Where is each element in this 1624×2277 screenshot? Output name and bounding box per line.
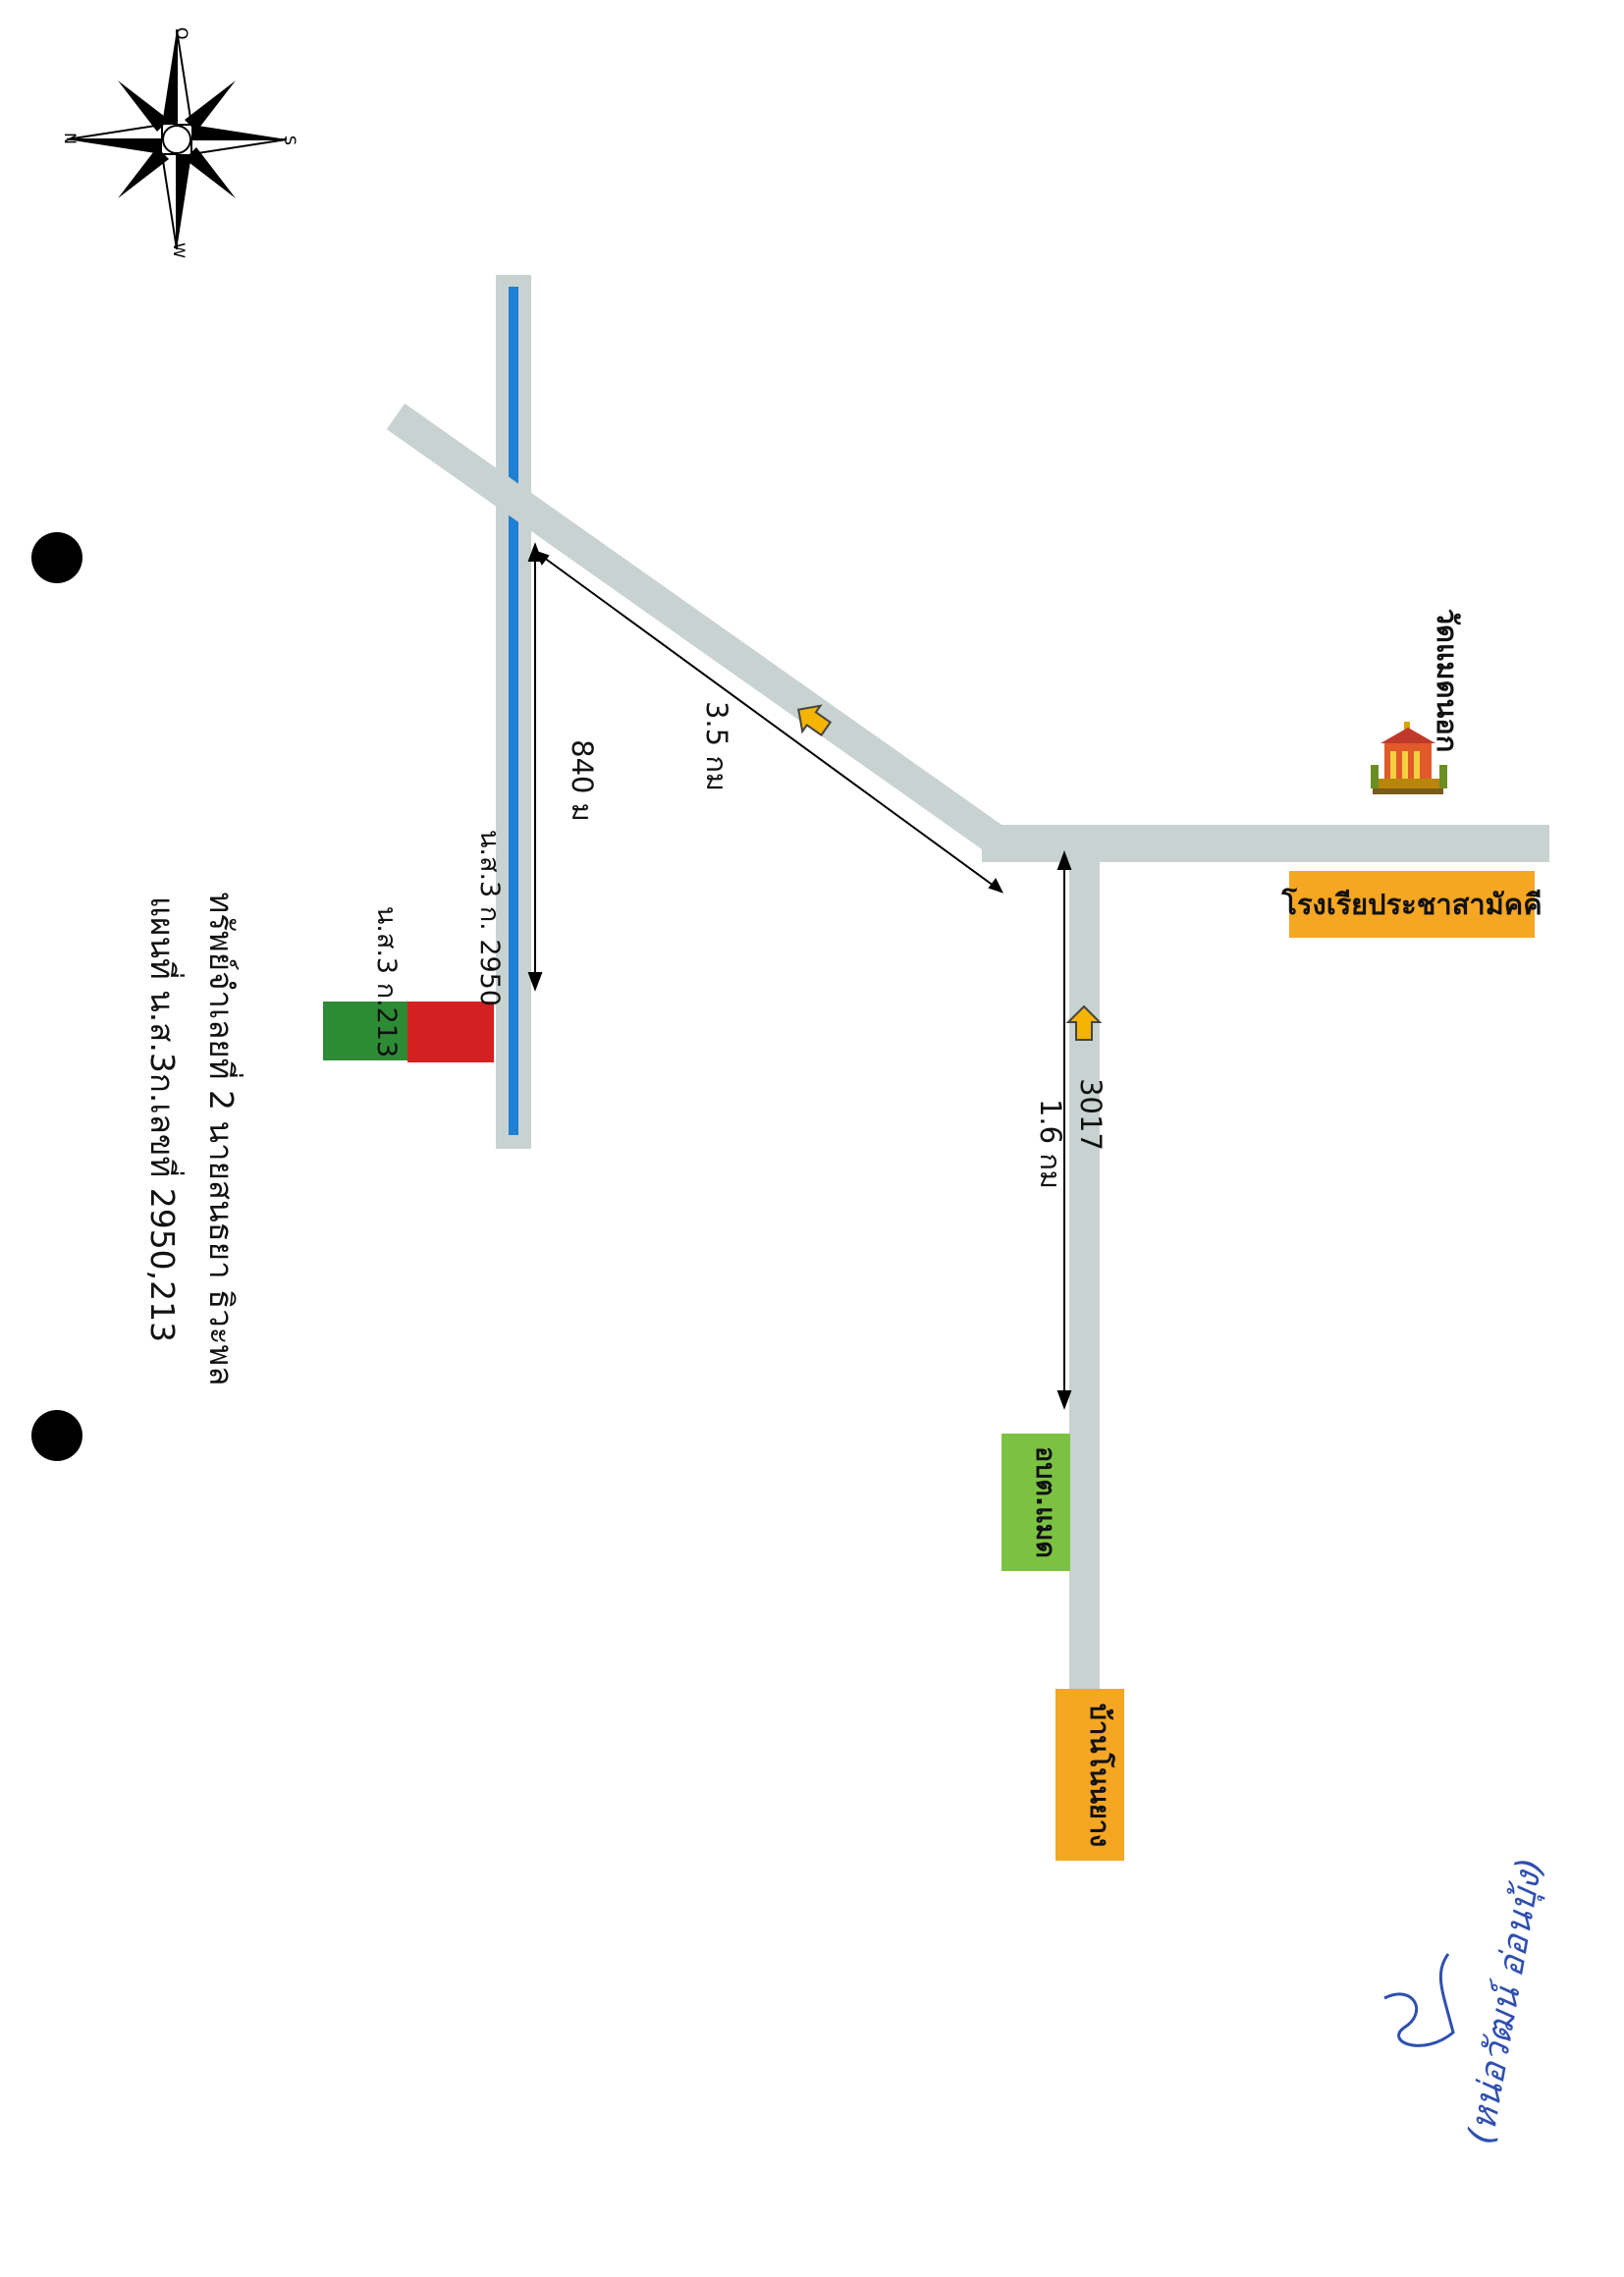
village-label: บ้านโนนยาง: [1084, 1704, 1116, 1847]
road-3017: [1069, 842, 1100, 1714]
parcel-2950-label: น.ส.3 ก. 2950: [474, 830, 505, 1006]
binder-hole-bottom: [31, 1410, 82, 1461]
sao-label-box: [1001, 1434, 1070, 1571]
village-label-box: [1056, 1689, 1124, 1861]
compass-rose: [66, 28, 288, 250]
canal-line: [509, 287, 518, 1135]
horizontal-road: [982, 825, 1549, 862]
distance-1-6-label: 1.6 กม: [1034, 1099, 1067, 1189]
map-title-line2: ทรัพย์จำเลยที่ 2 นายสนธยา ธิวะพล: [202, 893, 244, 1386]
binder-hole-top: [31, 532, 82, 583]
parcel-213-label: น.ส.3 ก.213: [371, 906, 402, 1057]
distance-3-5-arrow: [534, 550, 1003, 894]
compass-label-n: N: [61, 133, 80, 144]
direction-arrow-road-3017: [1065, 1004, 1103, 1041]
school-label: โรงเรียประชาสามัคคี: [1280, 887, 1542, 921]
direction-arrow-diagonal: [797, 704, 833, 737]
compass-label-s: S: [281, 136, 299, 145]
diagonal-road: [386, 403, 1009, 856]
compass-label-w: W: [170, 243, 189, 258]
distance-1-6-arrow: [1056, 850, 1072, 1410]
temple-label: วัดแมดนอก: [1431, 609, 1464, 753]
distance-840-label: 840 ม: [566, 739, 599, 822]
signature-name: (หน่อวัฒน์ อ่อนบุ้ง): [1461, 1855, 1552, 2147]
road-number-label: 3017: [1074, 1078, 1108, 1151]
distance-3-5-label: 3.5 กม: [700, 701, 733, 791]
parcel-213-block: [323, 1002, 407, 1060]
school-label-box: [1289, 871, 1535, 938]
compass-label-e: O: [173, 27, 191, 40]
sao-label: อบต.แมด: [1030, 1446, 1060, 1558]
temple-icon: [1371, 722, 1447, 794]
map-title-line1: แผนที่ น.ส.3ก.เลขที่ 2950,213: [143, 896, 185, 1342]
signature-mark: [1383, 1953, 1455, 2047]
parcel-2950-block: [407, 1002, 494, 1062]
